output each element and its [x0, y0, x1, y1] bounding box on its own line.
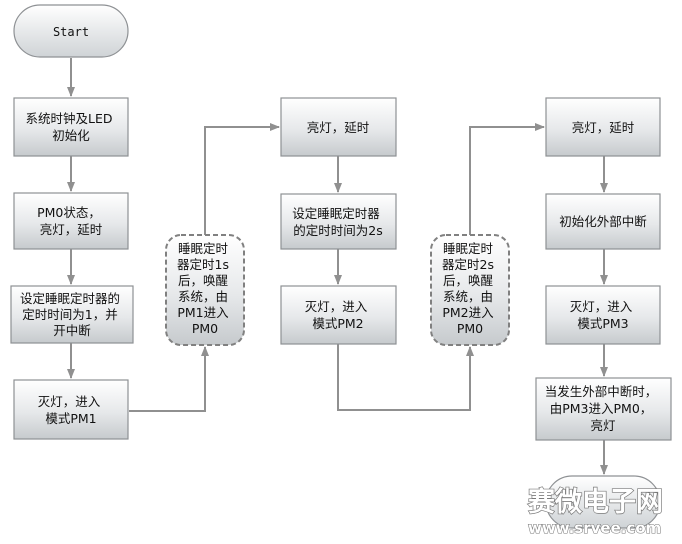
arrow-wake1-to-ondelay2	[204, 123, 280, 235]
box-init: 系统时钟及LED 初始化	[13, 97, 129, 157]
wake-node-2: 睡眠定时 器定时2s 后，唤醒 系统，由 PM2进入 PM0	[430, 234, 510, 346]
box-pm0-state: PM0状态， 亮灯，延时	[13, 192, 129, 250]
start-terminal: Start	[13, 4, 129, 58]
box-init-ext-int: 初始化外部中断	[545, 193, 661, 250]
box-on-delay-2: 亮灯，延时	[280, 97, 397, 157]
off-pm1-label: 灭灯，进入 模式PM1	[38, 394, 105, 426]
off-pm2-label: 灭灯，进入 模式PM2	[305, 299, 372, 331]
init-label: 系统时钟及LED 初始化	[26, 111, 117, 143]
on-delay-3-label: 亮灯，延时	[572, 120, 635, 135]
box-set-timer-2: 设定睡眠定时器 的定时时间为2s	[280, 193, 397, 250]
box-set-timer-1: 设定睡眠定时器的 定时时间为1，并 开中断	[10, 285, 134, 344]
box-off-pm2: 灭灯，进入 模式PM2	[280, 285, 397, 345]
box-on-delay-3: 亮灯，延时	[545, 97, 661, 157]
arrow-offpm1-to-wake1	[129, 346, 209, 412]
wake-2-label: 睡眠定时 器定时2s 后，唤醒 系统，由 PM2进入 PM0	[442, 241, 498, 336]
wake-1-label: 睡眠定时 器定时1s 后，唤醒 系统，由 PM1进入 PM0	[177, 241, 233, 336]
off-pm3-label: 灭灯，进入 模式PM3	[570, 299, 637, 331]
box-off-pm1: 灭灯，进入 模式PM1	[13, 379, 129, 440]
set-timer-1-label: 设定睡眠定时器的 定时时间为1，并 开中断	[20, 291, 124, 338]
connectors	[67, 58, 608, 475]
watermark-url: www.srvee.com	[528, 519, 661, 537]
set-timer-2-label: 设定睡眠定时器 的定时时间为2s	[292, 206, 384, 238]
init-ext-int-label: 初始化外部中断	[559, 214, 647, 229]
end-terminal	[545, 475, 661, 529]
watermark: 赛微电子网 www.srvee.com	[526, 485, 663, 537]
watermark-cn: 赛微电子网	[527, 486, 663, 518]
on-delay-2-label: 亮灯，延时	[307, 120, 370, 135]
ext-int-wake-label: 当发生外部中断时， 由PM3进入PM0， 亮灯	[545, 384, 662, 433]
pm0-state-label: PM0状态， 亮灯，延时	[37, 205, 105, 237]
arrow-wake2-to-ondelay3	[469, 123, 545, 235]
box-ext-int-wake: 当发生外部中断时， 由PM3进入PM0， 亮灯	[535, 377, 672, 441]
box-off-pm3: 灭灯，进入 模式PM3	[545, 285, 661, 345]
start-label: Start	[53, 25, 89, 39]
arrow-offpm2-to-wake2	[337, 344, 474, 411]
wake-node-1: 睡眠定时 器定时1s 后，唤醒 系统，由 PM1进入 PM0	[165, 234, 245, 346]
